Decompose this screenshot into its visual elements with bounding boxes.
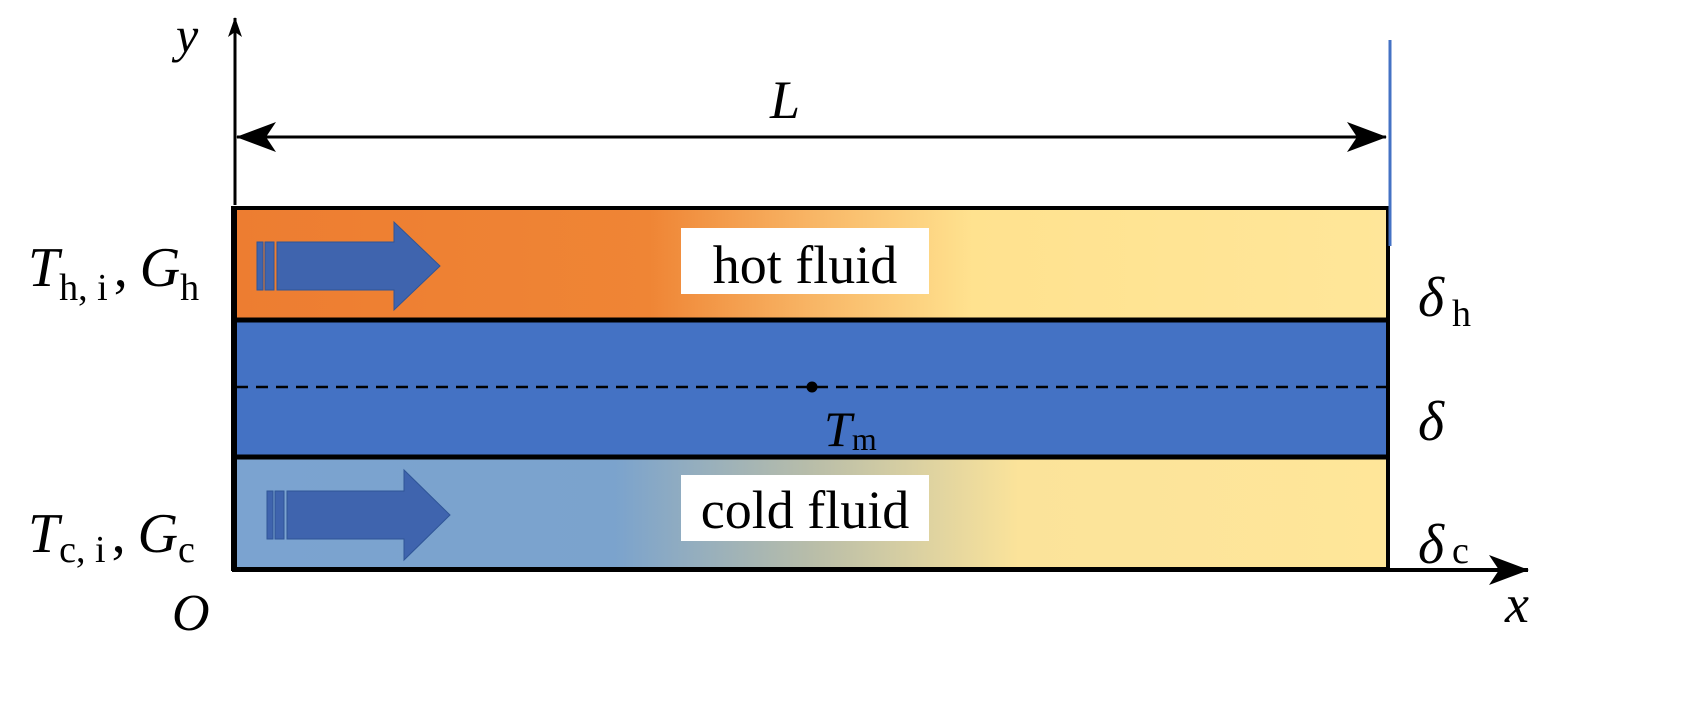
hot-inlet-label: Th, i,Gh bbox=[28, 237, 199, 309]
cold-fluid-label-bg bbox=[681, 475, 929, 541]
cold-flow-arrow-icon bbox=[266, 468, 451, 562]
tm-label-bg bbox=[822, 404, 900, 452]
wall-mid-temperature-label: Tm bbox=[824, 401, 877, 457]
cold-fluid-label: cold fluid bbox=[701, 480, 909, 540]
wall-thickness-label: δ bbox=[1418, 391, 1445, 453]
length-label: L bbox=[769, 70, 800, 130]
origin-label: O bbox=[172, 585, 210, 642]
hot-fluid-label-bg bbox=[681, 228, 929, 294]
x-axis-label: x bbox=[1504, 574, 1529, 634]
wall-midpoint-marker bbox=[806, 381, 818, 393]
y-axis-label: y bbox=[171, 7, 199, 63]
hot-fluid-label: hot fluid bbox=[713, 235, 898, 295]
hot-flow-arrow-icon bbox=[256, 220, 441, 312]
cold-inlet-label: Tc, i,Gc bbox=[28, 503, 195, 571]
